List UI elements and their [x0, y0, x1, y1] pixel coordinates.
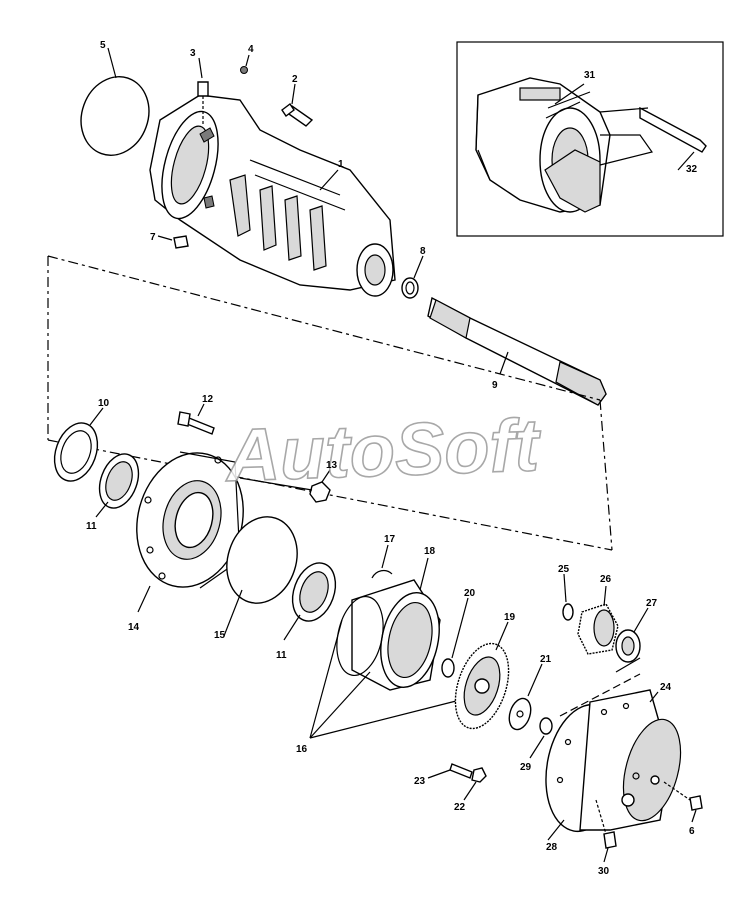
- callout-20: 20: [464, 588, 476, 599]
- part-4-plug: [240, 54, 250, 74]
- part-9-axle-shaft: [427, 296, 607, 406]
- part-15-o-ring: [223, 516, 298, 637]
- callout-9: 9: [492, 380, 498, 391]
- callout-19: 19: [504, 612, 516, 623]
- part-22-nut: [463, 767, 487, 801]
- callout-numbers: 1 2 3 4 5 6 7 8 9 10 11 11 12 13 14 15 1…: [86, 40, 698, 877]
- part-11-bearing-inner: [95, 453, 140, 518]
- callout-18: 18: [424, 546, 436, 557]
- part-24-planetary-housing: [545, 673, 682, 841]
- callout-24: 24: [660, 682, 672, 693]
- part-2-bolt: [281, 83, 314, 127]
- callout-32: 32: [686, 164, 698, 175]
- callout-8: 8: [420, 246, 426, 257]
- part-5-o-ring: [80, 47, 150, 156]
- part-20-thrust-washer: [441, 597, 469, 678]
- callout-14: 14: [128, 622, 140, 633]
- part-6-plug: [663, 781, 703, 823]
- callout-27: 27: [646, 598, 658, 609]
- part-25-snap-ring: [562, 573, 574, 621]
- part-11-bearing-outer: [283, 562, 337, 641]
- callout-26: 26: [600, 574, 612, 585]
- callout-5: 5: [100, 40, 106, 51]
- part-8-seal: [401, 255, 424, 299]
- part-23-stud: [427, 763, 473, 779]
- part-3-breather: [197, 57, 209, 125]
- callout-31: 31: [584, 70, 596, 81]
- watermark: AutoSoft: [223, 403, 543, 497]
- inset-detail-box: [456, 41, 724, 237]
- part-19-carrier-gear: [454, 621, 510, 730]
- callout-22: 22: [454, 802, 466, 813]
- callout-7: 7: [150, 232, 156, 243]
- part-7-plug: [157, 235, 189, 249]
- part-16-leader-lines: [309, 619, 461, 739]
- callout-3: 3: [190, 48, 196, 59]
- callout-6: 6: [689, 826, 695, 837]
- part-14-wheel-hub: [136, 451, 313, 613]
- callout-30: 30: [598, 866, 610, 877]
- part-26-planet-gear: [577, 585, 619, 655]
- assembly-guide-lines: [47, 255, 613, 551]
- callout-4: 4: [248, 44, 254, 55]
- part-10-seal-ring: [53, 407, 104, 482]
- callout-11a: 11: [86, 521, 97, 532]
- part-12-wheel-stud: [177, 403, 215, 435]
- part-17-snap-ring: [371, 544, 393, 579]
- callout-21: 21: [540, 654, 552, 665]
- callout-23: 23: [414, 776, 426, 787]
- callout-12: 12: [202, 394, 214, 405]
- callout-17: 17: [384, 534, 396, 545]
- part-13-nut: [309, 469, 331, 503]
- callout-28: 28: [546, 842, 558, 853]
- part-30-bolt: [595, 799, 617, 863]
- part-18-ring-gear: [336, 557, 441, 691]
- callout-13: 13: [326, 460, 338, 471]
- part-27-needle-bearing: [615, 607, 649, 673]
- callout-11b: 11: [276, 650, 287, 661]
- part-1-axle-housing: [149, 94, 396, 297]
- callout-15: 15: [214, 630, 226, 641]
- callout-1: 1: [338, 159, 344, 170]
- callout-16: 16: [296, 744, 308, 755]
- callout-10: 10: [98, 398, 110, 409]
- callout-2: 2: [292, 74, 298, 85]
- part-21-thrust-plate: [508, 663, 543, 731]
- callout-25: 25: [558, 564, 570, 575]
- callout-29: 29: [520, 762, 532, 773]
- part-29-washer: [529, 717, 553, 759]
